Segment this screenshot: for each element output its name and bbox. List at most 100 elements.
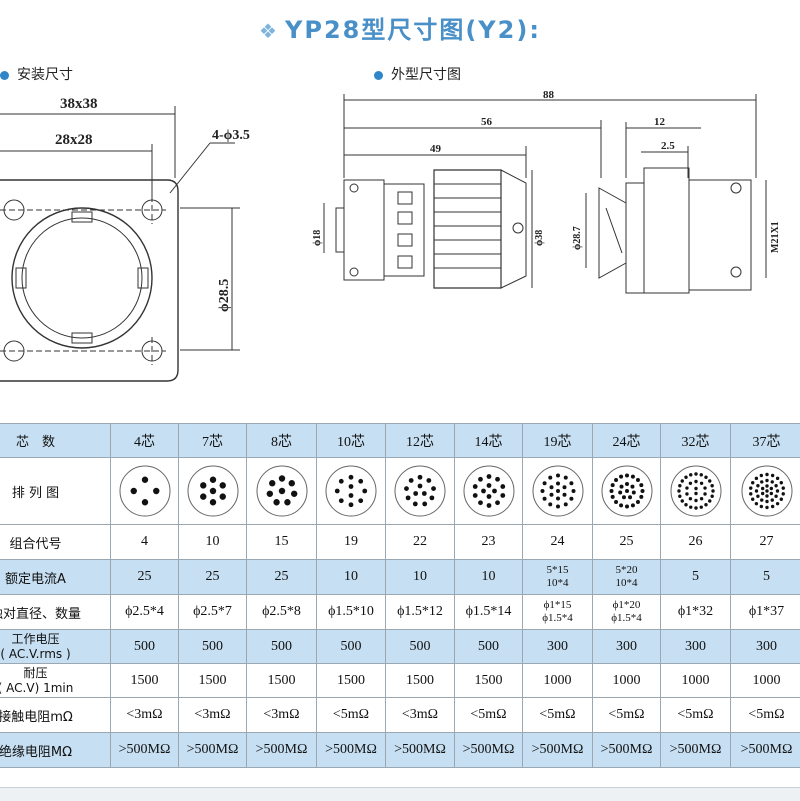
pin-dot: [703, 486, 706, 489]
pin-dot: [694, 499, 697, 502]
current-cell: 10: [386, 560, 455, 595]
core-count-cell: 37芯: [731, 424, 800, 458]
pin-dot: [625, 482, 629, 486]
code-cell: 10: [179, 525, 247, 560]
dim-phi18: ϕ18: [312, 230, 323, 246]
pin-dot: [754, 477, 757, 480]
pin-layout-14: [461, 463, 517, 519]
pin-dot: [775, 502, 778, 505]
pin-dot: [418, 484, 423, 489]
pin-dot: [569, 481, 573, 485]
row-insulation: 绝缘电阻MΩ>500MΩ>500MΩ>500MΩ>500MΩ>500MΩ>500…: [0, 733, 800, 768]
withstand-cell: 1000: [731, 664, 800, 698]
pin-dot: [548, 476, 552, 480]
pin-dot: [684, 503, 687, 506]
pin-dot: [699, 473, 702, 476]
pin-dot: [765, 473, 768, 476]
pin-dot: [486, 503, 491, 508]
contact-cell: ϕ1*32: [661, 595, 731, 630]
pin-dot: [760, 492, 763, 495]
pin-dot: [269, 480, 275, 486]
pin-dot: [273, 499, 279, 505]
pin-dot: [562, 485, 566, 489]
install-section-label: 安装尺寸: [0, 64, 73, 84]
pin-dot: [770, 505, 773, 508]
pin-dot: [781, 492, 784, 495]
pin-layout-24: [599, 463, 655, 519]
pin-dot: [500, 493, 505, 498]
layout-cell: [731, 458, 800, 525]
pin-dot: [625, 505, 629, 509]
resistance-cell: <5mΩ: [593, 698, 661, 733]
pin-dot: [781, 486, 784, 489]
core-count-cell: 24芯: [593, 424, 661, 458]
pin-dot: [694, 492, 697, 495]
pin-layout-37: [739, 463, 795, 519]
pin-dot: [358, 498, 363, 503]
pin-dot: [288, 480, 294, 486]
contact-cell: ϕ2.5*4: [111, 595, 179, 630]
pin-dot: [625, 489, 629, 493]
pin-layout-10: [323, 463, 379, 519]
resistance-cell: <5mΩ: [731, 698, 800, 733]
pin-dot: [751, 481, 754, 484]
pin-dot: [631, 491, 635, 495]
pin-dot: [689, 473, 692, 476]
dim-phi38: ϕ38: [534, 230, 545, 246]
current-cell: 5: [731, 560, 800, 595]
contact-cell: ϕ1.5*14: [455, 595, 523, 630]
insulation-cell: >500MΩ: [247, 733, 317, 768]
insulation-cell: >500MΩ: [731, 733, 800, 768]
resistance-cell: <3mΩ: [111, 698, 179, 733]
pin-dot: [542, 497, 546, 501]
pin-dot: [759, 505, 762, 508]
pin-dot: [765, 489, 768, 492]
code-cell: 26: [661, 525, 731, 560]
row-resistance: 接触电阻mΩ<3mΩ<3mΩ<3mΩ<5mΩ<3mΩ<5mΩ<5mΩ<5mΩ<5…: [0, 698, 800, 733]
pin-dot: [219, 482, 225, 488]
pin-dot: [749, 486, 752, 489]
pin-dot: [619, 475, 623, 479]
pin-dot: [290, 491, 296, 497]
pin-dot: [339, 479, 344, 484]
pin-dot: [711, 489, 714, 492]
pin-dot: [549, 493, 553, 497]
pin-dot: [688, 497, 691, 500]
pin-dot: [141, 499, 147, 505]
pin-dot: [486, 474, 491, 479]
pin-dot: [754, 489, 757, 492]
insulation-cell: >500MΩ: [523, 733, 593, 768]
pin-dot: [619, 485, 623, 489]
core-count-cell: 12芯: [386, 424, 455, 458]
pin-dot: [639, 483, 643, 487]
pin-layout-4: [117, 463, 173, 519]
pin-dot: [685, 486, 688, 489]
current-cell: 25: [111, 560, 179, 595]
insulation-cell: >500MΩ: [661, 733, 731, 768]
pin-layout-19: [530, 463, 586, 519]
dim-phi287: ϕ28.7: [572, 226, 583, 250]
layout-cell: [455, 458, 523, 525]
dim-88: 88: [543, 89, 555, 101]
pin-layout-8: [254, 463, 310, 519]
pin-dot: [770, 474, 773, 477]
pin-dot: [200, 493, 206, 499]
pin-dot: [409, 478, 414, 483]
pin-dot: [481, 489, 486, 494]
layout-cell: [523, 458, 593, 525]
withstand-cell: 1000: [593, 664, 661, 698]
voltage-cell: 300: [731, 630, 800, 664]
pin-dot: [677, 489, 680, 492]
pin-dot: [430, 495, 435, 500]
page-title: ❖YP28型尺寸图(Y2):: [0, 10, 800, 45]
pin-dot: [704, 503, 707, 506]
pin-dot: [710, 495, 713, 498]
title-text: YP28型尺寸图(Y2):: [285, 16, 541, 44]
bullet-icon: [0, 71, 9, 80]
pin-dot: [406, 495, 411, 500]
pin-dot: [358, 479, 363, 484]
pin-dot: [284, 499, 290, 505]
bullet-icon: [374, 71, 383, 80]
resistance-cell: <5mΩ: [455, 698, 523, 733]
